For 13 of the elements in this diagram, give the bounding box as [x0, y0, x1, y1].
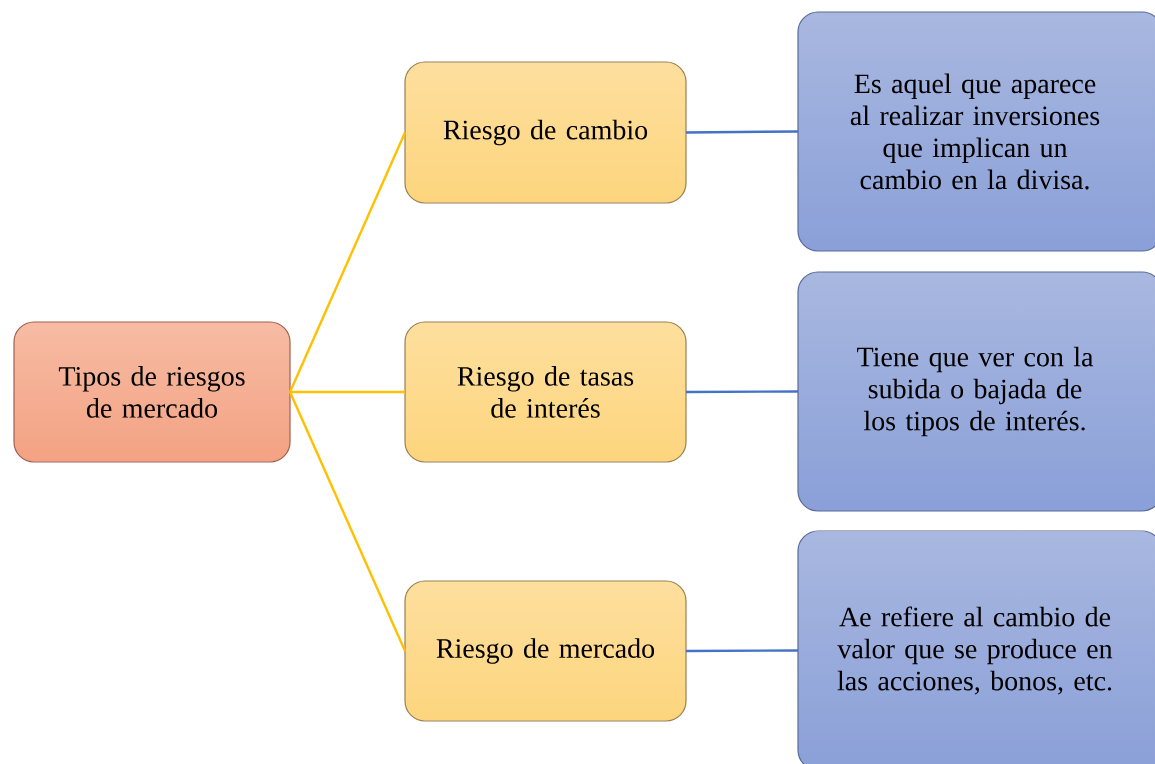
risk-box: Riesgo de mercado: [404, 580, 687, 722]
category-box: Tipos de riesgos de mercado: [13, 321, 291, 463]
risk-box: Riesgo de tasas de interés: [404, 321, 687, 463]
connector-line: [288, 391, 407, 652]
description-box: Es aquel que aparece al realizar inversiones que implican un cambio en la divisa.: [797, 11, 1155, 252]
connector-line: [290, 390, 405, 394]
connector-line: [288, 132, 407, 393]
connector-line: [686, 130, 799, 134]
risk-box: Riesgo de cambio: [404, 61, 687, 204]
description-box: Ae refiere al cambio de valor que se produce en las acciones, bonos, etc.: [797, 530, 1155, 764]
connector-line: [686, 390, 798, 394]
description-box: Tiene que ver con la subida o bajada de los tipos de interés.: [797, 271, 1155, 512]
connector-line: [686, 649, 798, 653]
